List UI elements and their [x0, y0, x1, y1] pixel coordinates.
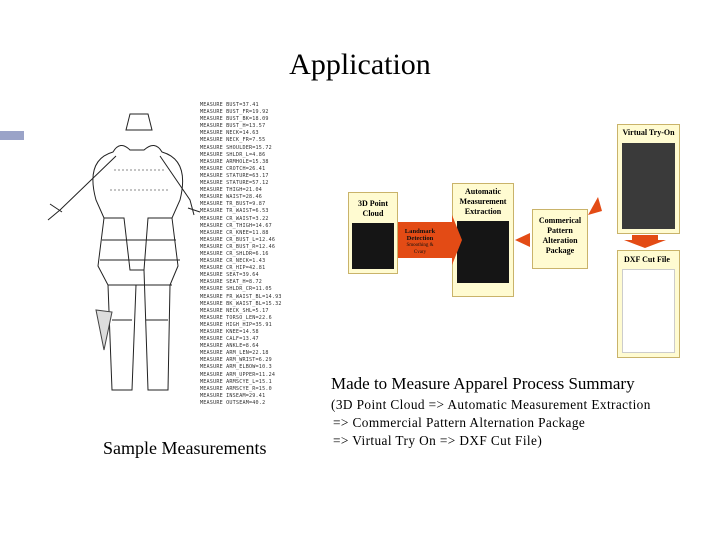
measurement-line: MEASURE BUST_BK=18.09: [200, 116, 269, 123]
measurement-extraction-image: [457, 221, 509, 283]
pattern-alteration-box: Commerical Pattern Alteration Package: [532, 209, 588, 269]
measurement-line: MEASURE CR_BUST_R=12.46: [200, 243, 276, 250]
process-summary-detail: (3D Point Cloud => Automatic Measurement…: [331, 396, 651, 450]
measurement-line: MEASURE NECK_FR=7.55: [200, 137, 266, 144]
measurement-extraction-label: Automatic Measurement Extraction: [459, 187, 507, 216]
measurement-line: MEASURE ANKLE=8.64: [200, 343, 259, 350]
measurement-line: MEASURE ARMSCYE_R=15.0: [200, 385, 272, 392]
measurement-line: MEASURE CR_WAIST=3.22: [200, 215, 269, 222]
measurement-line: MEASURE ARM_ELBOW=10.3: [200, 364, 272, 371]
point-cloud-image: [352, 223, 394, 269]
landmark-detection-title: Landmark Detection: [404, 228, 436, 242]
measurement-line: MEASURE TORSO_LEN=22.6: [200, 314, 272, 321]
measurement-line: MEASURE CR_BUST_L=12.46: [200, 236, 276, 243]
measurement-line: MEASURE HIGH_HIP=35.91: [200, 321, 272, 328]
measurement-line: MEASURE BUST=37.41: [200, 102, 259, 108]
measurement-line: MEASURE CR_NECK=1.43: [200, 258, 266, 265]
dxf-pattern-image: [622, 269, 675, 353]
arrow-to-dxf: [624, 235, 666, 248]
measurement-line: MEASURE WAIST=28.46: [200, 194, 263, 201]
measurement-line: MEASURE CR_THIGH=14.67: [200, 222, 272, 229]
measurement-line: MEASURE STATURE=57.12: [200, 180, 269, 187]
summary-line-3: => Virtual Try On => DXF Cut File): [333, 433, 543, 448]
measurement-line: MEASURE ARM_LEN=22.18: [200, 350, 269, 357]
measurement-line: MEASURE SEAT=39.64: [200, 272, 259, 279]
measurement-line: MEASURE CROTCH=26.41: [200, 165, 266, 172]
point-cloud-label: 3D Point Cloud: [358, 199, 388, 218]
point-cloud-box: 3D Point Cloud: [348, 192, 398, 274]
measurement-line: MEASURE NECK_SHL=5.17: [200, 307, 269, 314]
dxf-cut-file-label: DXF Cut File: [624, 255, 670, 264]
measurement-line: MEASURE INSEAM=29.41: [200, 392, 266, 399]
landmark-detection-label: Landmark Detection Smoothing & Cvary: [400, 228, 440, 256]
slide-title: Application: [289, 48, 431, 81]
measurement-line: MEASURE SHLDR_CR=11.05: [200, 286, 272, 293]
measurement-line: MEASURE BK_WAIST_BL=15.32: [200, 300, 282, 307]
measurement-line: MEASURE CR_KNEE=11.88: [200, 229, 269, 236]
bullet-marker: [0, 131, 24, 140]
measurement-line: MEASURE SHOULDER=15.72: [200, 144, 272, 151]
virtual-try-on-image: [622, 143, 675, 229]
measurement-line: MEASURE CR_HIP=42.81: [200, 265, 266, 272]
sample-measurements-caption: Sample Measurements: [103, 438, 267, 458]
measurement-line: MEASURE BUST_H=13.57: [200, 123, 266, 130]
virtual-try-on-label: Virtual Try-On: [622, 128, 675, 137]
measurement-line: MEASURE BUST_FR=19.92: [200, 109, 269, 116]
measurement-line: MEASURE OUTSEAM=40.2: [200, 399, 266, 406]
summary-line-2: => Commercial Pattern Alternation Packag…: [333, 415, 586, 430]
measurement-line: MEASURE ARMHOLE=15.38: [200, 158, 269, 165]
process-arrows: [398, 197, 666, 265]
body-sketch-figure: [47, 113, 201, 391]
measurement-line: MEASURE ARM_WRIST=6.29: [200, 357, 272, 364]
measurement-line: MEASURE TR_BUST=9.87: [200, 201, 266, 208]
measurement-line: MEASURE FR_WAIST_BL=14.93: [200, 293, 282, 300]
pattern-alteration-label: Commerical Pattern Alteration Package: [538, 216, 582, 255]
measurement-line: MEASURE KNEE=14.58: [200, 329, 259, 335]
measurement-line: MEASURE NECK=14.63: [200, 130, 259, 137]
measurement-line: MEASURE TR_WAIST=6.53: [200, 208, 269, 215]
dxf-cut-file-box: DXF Cut File: [617, 250, 680, 358]
arrow-to-try-on: [588, 197, 602, 215]
arrow-to-alteration: [515, 233, 530, 247]
measurement-line: MEASURE THIGH=21.04: [200, 187, 263, 194]
landmark-detection-sub: Smoothing & Cvary: [406, 243, 434, 255]
measurement-line: MEASURE ARMSCYE_L=15.1: [200, 378, 272, 385]
measurement-line: MEASURE CALF=13.47: [200, 336, 259, 343]
measurement-line: MEASURE STATURE=63.17: [200, 172, 269, 179]
landmark-arrow: [398, 215, 462, 265]
virtual-try-on-box: Virtual Try-On: [617, 124, 680, 234]
process-summary-title: Made to Measure Apparel Process Summary: [331, 374, 635, 393]
measurement-line: MEASURE SEAT_H=8.72: [200, 279, 263, 286]
measurement-line: MEASURE ARM_UPPER=11.24: [200, 371, 276, 378]
measurement-line: MEASURE CR_SHLDR=6.16: [200, 250, 269, 257]
measurement-line: MEASURE SHLDR_L=4.86: [200, 151, 266, 158]
summary-line-1: (3D Point Cloud => Automatic Measurement…: [331, 397, 651, 412]
